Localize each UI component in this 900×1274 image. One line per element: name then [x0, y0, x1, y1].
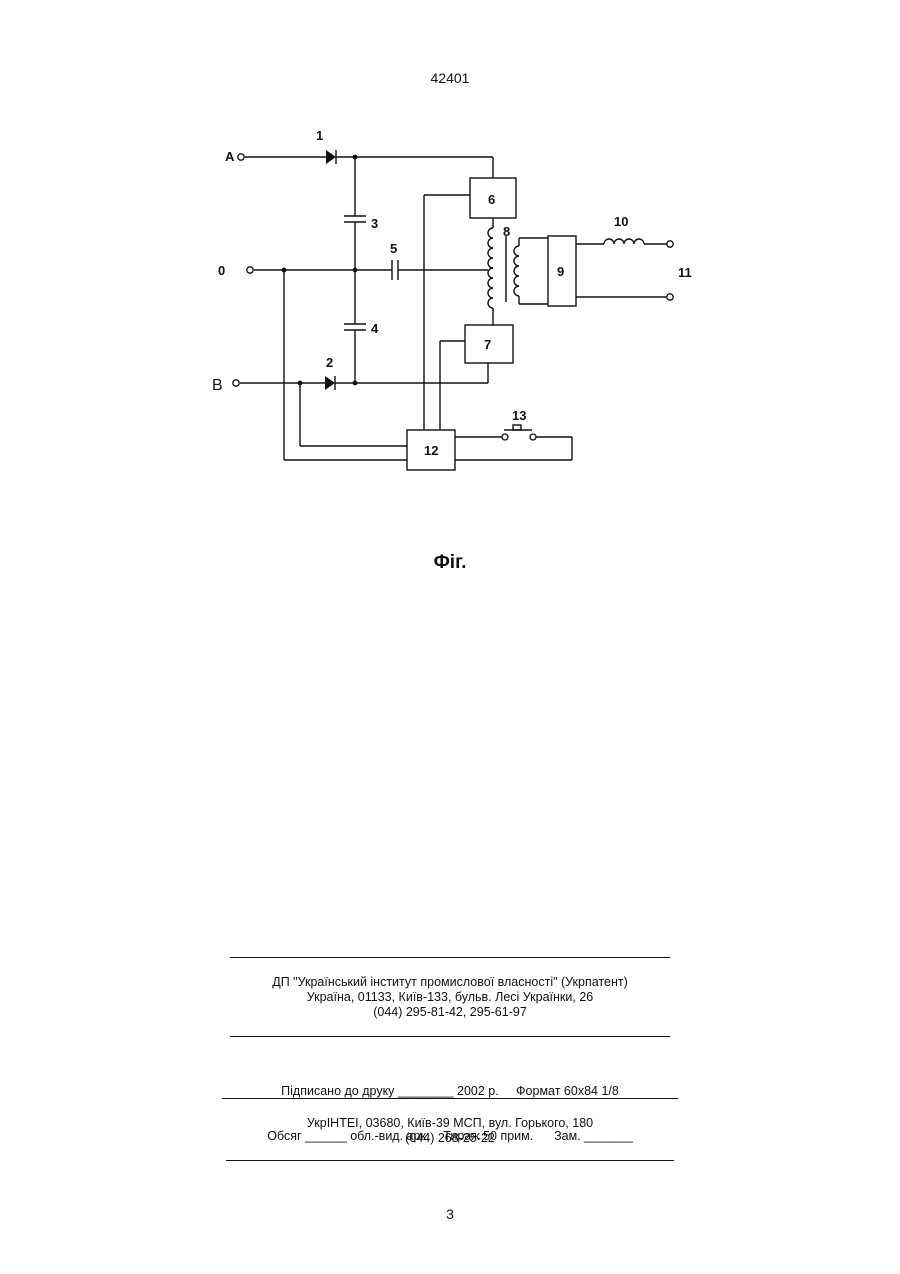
switch-13-contact	[530, 434, 536, 440]
inductor-10	[604, 239, 644, 244]
terminal-a	[238, 154, 244, 160]
publisher-block: ДП "Український інститут промислової вла…	[0, 975, 900, 1020]
publisher-address: Україна, 01133, Київ-133, бульв. Лесі Ук…	[0, 990, 900, 1005]
label-5: 5	[390, 241, 397, 256]
label-8: 8	[503, 224, 510, 239]
junction-dot	[298, 381, 303, 386]
figure-caption: Фіг.	[0, 552, 900, 574]
junction-dot	[353, 268, 358, 273]
label-10: 10	[614, 214, 628, 229]
terminal-0-label: 0	[218, 263, 225, 278]
terminal-out-1	[667, 241, 673, 247]
junction-dot	[282, 268, 287, 273]
divider	[222, 1098, 678, 1099]
divider	[230, 1036, 670, 1037]
diode-1-symbol	[326, 150, 336, 164]
divider	[226, 1160, 674, 1161]
transformer-8-primary	[488, 228, 493, 308]
switch-13-contact	[502, 434, 508, 440]
label-7: 7	[484, 337, 491, 352]
publisher-name: ДП "Український інститут промислової вла…	[0, 975, 900, 990]
label-9: 9	[557, 264, 564, 279]
label-2: 2	[326, 355, 333, 370]
publisher-phone: (044) 295-81-42, 295-61-97	[0, 1005, 900, 1020]
switch-13-knob	[513, 425, 521, 430]
circuit-diagram: A 0 B 11 1 2 3 4 5 6 7 8 9 10 12 13	[0, 0, 900, 520]
print-info-line-1: Підписано до друку ________ 2002 р. Форм…	[0, 1084, 900, 1099]
printer-block: УкрІНТЕІ, 03680, Київ-39 МСП, вул. Горьк…	[0, 1116, 900, 1146]
diode-2-symbol	[325, 376, 335, 390]
page-number: 3	[0, 1206, 900, 1222]
label-4: 4	[371, 321, 379, 336]
label-6: 6	[488, 192, 495, 207]
junction-dot	[353, 381, 358, 386]
divider	[230, 957, 670, 958]
printer-address: УкрІНТЕІ, 03680, Київ-39 МСП, вул. Горьк…	[0, 1116, 900, 1131]
terminal-a-label: A	[225, 149, 235, 164]
terminal-b	[233, 380, 239, 386]
terminal-out-2	[667, 294, 673, 300]
label-1: 1	[316, 128, 323, 143]
terminal-0	[247, 267, 253, 273]
terminal-b-label: B	[212, 377, 223, 394]
label-3: 3	[371, 216, 378, 231]
label-13: 13	[512, 408, 526, 423]
label-12: 12	[424, 443, 438, 458]
junction-dot	[353, 155, 358, 160]
transformer-8-secondary	[514, 246, 519, 296]
printer-phone: (044) 268-25-22	[0, 1131, 900, 1146]
output-label: 11	[678, 265, 692, 280]
